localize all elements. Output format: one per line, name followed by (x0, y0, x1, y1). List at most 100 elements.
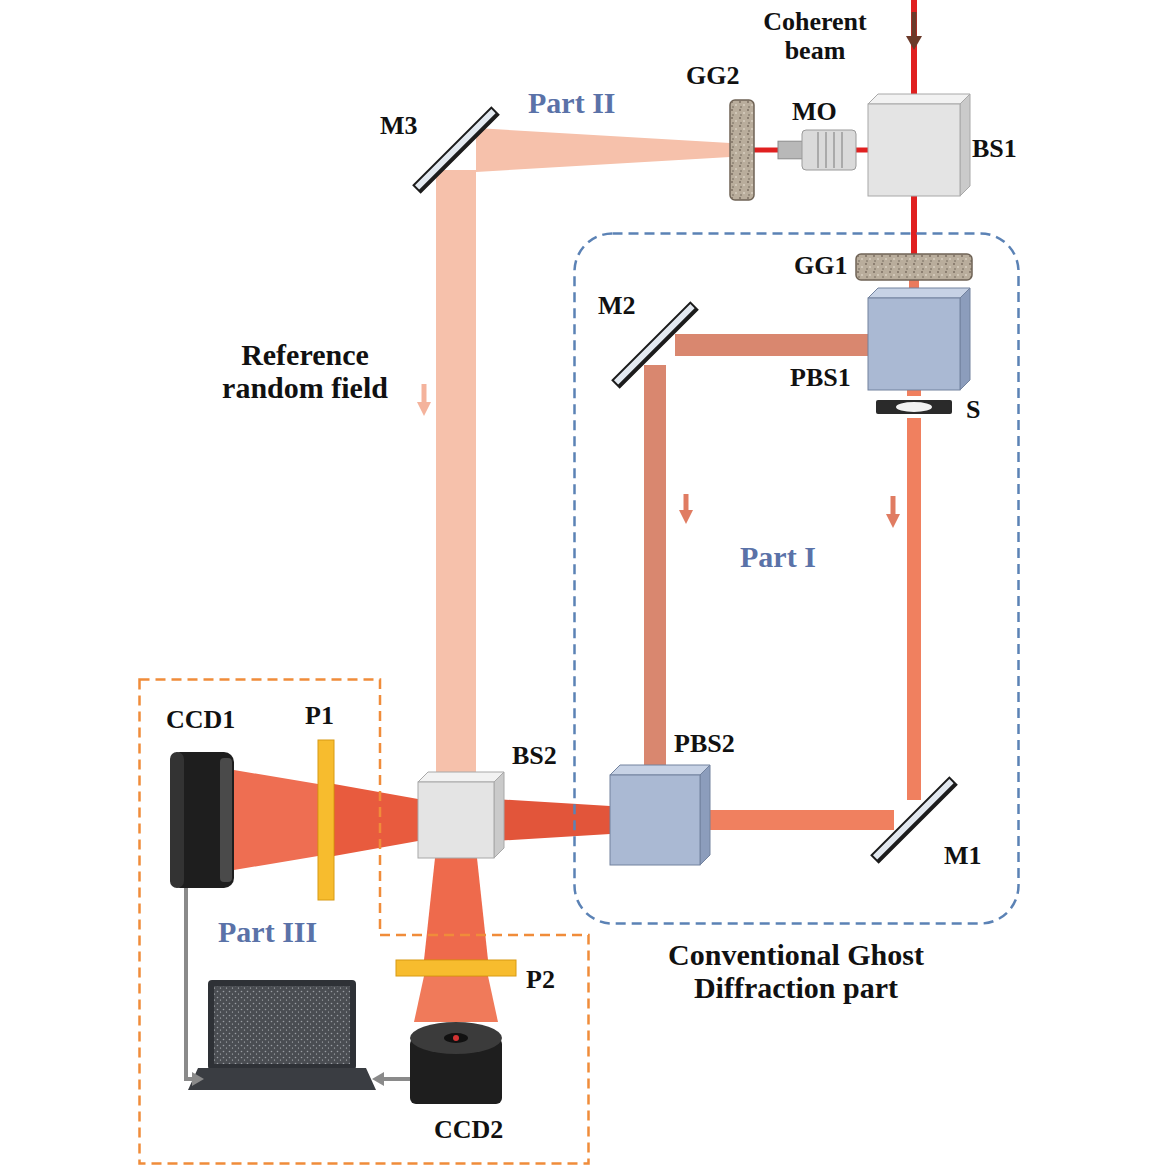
pbs-cube-shape (868, 298, 960, 390)
light-beam (907, 418, 921, 800)
light-beam (907, 390, 921, 396)
polarizer-plate (396, 960, 516, 976)
light-beam (334, 784, 418, 856)
light-beam (424, 858, 488, 960)
data-cable (186, 888, 194, 1079)
light-beam (414, 976, 498, 1022)
ccd-face (220, 758, 232, 882)
component-label: PBS1 (790, 364, 851, 393)
ccd-body (170, 752, 234, 888)
cube-side-face (494, 772, 504, 858)
component-label: GG2 (686, 62, 739, 91)
polarizer-plate (318, 740, 334, 900)
cable-arrow-head (372, 1072, 384, 1086)
ground-glass-plate (730, 100, 754, 200)
part-label: Part II (528, 86, 615, 119)
microscope-objective: MO (778, 130, 856, 170)
polarizer-shape (396, 960, 516, 976)
speckle-image (214, 986, 350, 1064)
cube-top-face (610, 765, 710, 775)
mirror: M3 (436, 130, 476, 170)
data-cable (382, 1077, 410, 1081)
objective-ridge (817, 132, 819, 168)
mirror: M2 (635, 325, 675, 365)
coherent-input-beam (911, 0, 917, 104)
cube-top-face (868, 288, 970, 298)
objective-ridge (841, 132, 843, 168)
component-label: PBS2 (674, 730, 735, 759)
direction-arrow-head (886, 514, 900, 528)
sample-aperture (896, 402, 932, 412)
component-label: S (966, 396, 980, 425)
ground-glass: GG1 (856, 254, 972, 280)
input-arrow (912, 12, 917, 38)
component-label: BS1 (972, 135, 1017, 164)
cube-front-face (610, 775, 700, 865)
cube-top-face (868, 94, 970, 104)
objective-ridge (825, 132, 827, 168)
ground-glass-texture (730, 100, 754, 200)
dashed-region-outline (140, 680, 589, 1164)
component-label: Part III (218, 915, 317, 948)
ccd-camera-shape (170, 752, 234, 888)
light-beam (234, 770, 318, 870)
mirror: M1 (894, 800, 934, 840)
component-label: MO (792, 98, 837, 127)
light-beam (675, 334, 868, 356)
light-beam (644, 365, 666, 775)
laptop-frame (208, 980, 356, 1070)
input-arrow-head (906, 36, 922, 50)
beam-splitter-cube-shape (868, 104, 960, 196)
light-beam (700, 810, 894, 830)
cube-front-face (418, 782, 494, 858)
cube-side-face (960, 288, 970, 390)
ground-glass-shape (730, 100, 754, 200)
component-label: CCD2 (434, 1116, 503, 1145)
sample-slide-shape (876, 396, 952, 418)
cube-top-face (418, 772, 504, 782)
ground-glass-plate (856, 254, 972, 280)
pbs-cube: PBS1 (868, 298, 960, 390)
objective-ridge (833, 132, 835, 168)
ccd-sensor (444, 1033, 468, 1043)
component-label: M1 (944, 842, 982, 871)
cube-front-face (868, 104, 960, 196)
light-beam (436, 170, 476, 782)
dashed-region-outline (575, 234, 1019, 924)
polarizer: P2 (396, 960, 516, 976)
cube-front-face (868, 298, 960, 390)
slide-holder (876, 400, 952, 414)
light-beam (476, 128, 730, 172)
ground-glass-shape (856, 254, 972, 280)
microscope-objective-shape (778, 130, 856, 170)
region-box: Conventional Ghost Diffraction partPBS1S… (573, 232, 1020, 925)
ground-glass: GG2 (730, 100, 754, 200)
light-beam (494, 799, 610, 841)
polarizer: P1 (318, 740, 334, 900)
laptop-screen (214, 986, 350, 1064)
pbs-cube: PBS2 (610, 775, 700, 865)
mirror-plate (414, 108, 499, 193)
cube-side-face (960, 94, 970, 196)
component-label: CCD1 (166, 706, 235, 735)
beam-splitter-cube-shape (418, 782, 494, 858)
direction-arrow-head (417, 402, 431, 416)
ccd-camera: CCD2 (410, 1022, 502, 1104)
light-beam (856, 148, 868, 153)
direction-arrow (891, 496, 896, 516)
polarizer-shape (318, 740, 334, 900)
laptop (188, 980, 376, 1090)
component-label: Conventional Ghost Diffraction part (606, 938, 986, 1004)
mirror-plate (872, 778, 957, 863)
cube-side-face (700, 765, 710, 865)
beam-splitter-cube: BS1 (868, 104, 960, 196)
direction-arrow-head (679, 510, 693, 524)
component-label: GG1 (794, 252, 847, 281)
ground-glass-texture (856, 254, 972, 280)
component-label: P2 (526, 966, 555, 995)
objective-body (802, 130, 856, 170)
beam-label: Reference random field (200, 338, 410, 404)
